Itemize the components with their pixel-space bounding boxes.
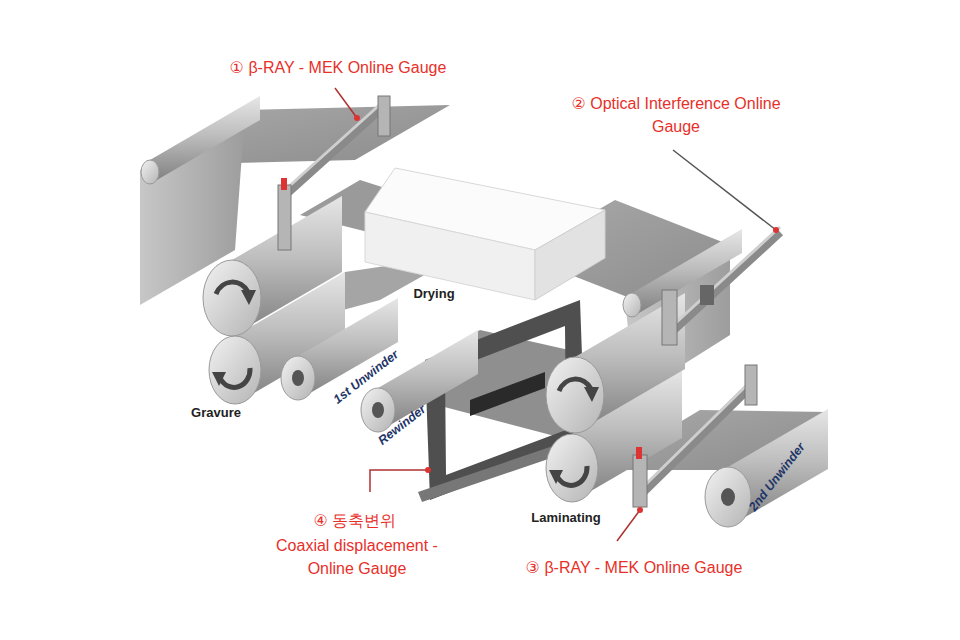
gravure-roller <box>203 260 261 336</box>
gauge-rail <box>668 227 780 330</box>
callout-label: Coaxial displacement - Online Gauge <box>257 534 457 580</box>
callout-label: ② Optical Interference Online Gauge <box>571 92 781 138</box>
gauge-rail <box>640 380 752 490</box>
gauge-rail <box>285 100 385 190</box>
gauge-post <box>278 185 291 250</box>
roller <box>632 229 742 317</box>
status-light <box>636 447 642 459</box>
roll-core <box>292 370 304 386</box>
roller <box>623 293 641 317</box>
leader-line <box>673 150 776 230</box>
section-label: Gravure <box>191 404 241 423</box>
roller <box>150 96 260 184</box>
gauge-rail <box>285 105 385 195</box>
gauge-post <box>745 365 757 405</box>
roll-core <box>372 402 384 418</box>
leader-dot <box>637 507 643 513</box>
gauge-rail <box>640 385 752 495</box>
rotation-arrow <box>220 368 250 387</box>
coaxial-sensor <box>470 372 545 416</box>
leader-line <box>617 510 640 541</box>
leader-line <box>370 470 428 492</box>
leader-dot <box>425 467 431 473</box>
callout-label: ④ 동축변위 <box>314 509 397 532</box>
laminating-roller <box>546 357 604 433</box>
rotation-arrow <box>584 387 599 402</box>
roller <box>141 160 159 184</box>
gauge-post <box>662 290 677 345</box>
section-label: Laminating <box>531 509 600 528</box>
callout-label: ① β-RAY - MEK Online Gauge <box>230 56 447 79</box>
coaxial-base <box>418 430 604 502</box>
rotation-arrow <box>241 290 256 305</box>
section-label: Drying <box>413 285 454 304</box>
drying-oven <box>535 210 605 300</box>
gravure-roller <box>209 336 261 404</box>
leader-dot <box>354 115 360 121</box>
status-light <box>281 178 287 190</box>
gauge-rail <box>668 232 780 335</box>
laminating-roller <box>546 434 598 502</box>
rotation-arrow <box>549 470 563 484</box>
unwinder-roll <box>705 467 751 527</box>
optical-head <box>700 285 714 305</box>
gauge-post <box>633 455 647 507</box>
roll-core <box>721 488 735 506</box>
leader-line <box>335 88 357 118</box>
rotation-arrow <box>212 372 226 386</box>
leader-dot <box>773 227 779 233</box>
gauge-post <box>378 96 390 136</box>
unwinder-roll <box>281 356 315 400</box>
callout-label: ③ β-RAY - MEK Online Gauge <box>526 556 743 579</box>
rotation-arrow <box>557 466 587 485</box>
